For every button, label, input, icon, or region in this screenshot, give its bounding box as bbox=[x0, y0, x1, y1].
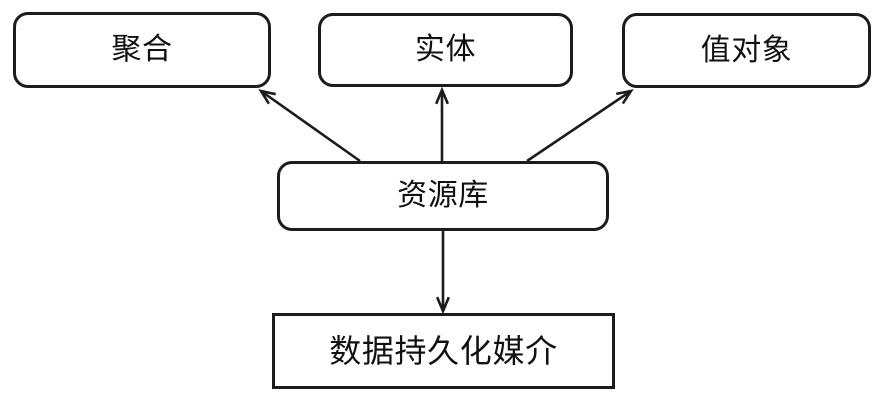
arrowhead-repository-to-value-object bbox=[616, 89, 634, 105]
arrowhead-repository-to-entity bbox=[434, 86, 450, 105]
node-aggregate[interactable]: 聚合 bbox=[13, 12, 271, 88]
node-value-object-label: 值对象 bbox=[700, 32, 793, 68]
arrowhead-repository-to-aggregate bbox=[258, 89, 276, 105]
node-value-object[interactable]: 值对象 bbox=[622, 13, 871, 88]
node-aggregate-label: 聚合 bbox=[111, 32, 173, 67]
node-persistence-medium-label: 数据持久化媒介 bbox=[329, 332, 558, 370]
arrowhead-repository-to-persistence-medium bbox=[435, 296, 451, 315]
node-entity-label: 实体 bbox=[414, 32, 477, 67]
node-persistence-medium[interactable]: 数据持久化媒介 bbox=[272, 313, 615, 389]
node-repository[interactable]: 资源库 bbox=[277, 161, 609, 231]
node-repository-label: 资源库 bbox=[397, 178, 489, 213]
node-entity[interactable]: 实体 bbox=[318, 13, 573, 87]
edge-repository-to-value-object bbox=[526, 89, 632, 163]
edge-repository-to-aggregate bbox=[260, 89, 361, 163]
